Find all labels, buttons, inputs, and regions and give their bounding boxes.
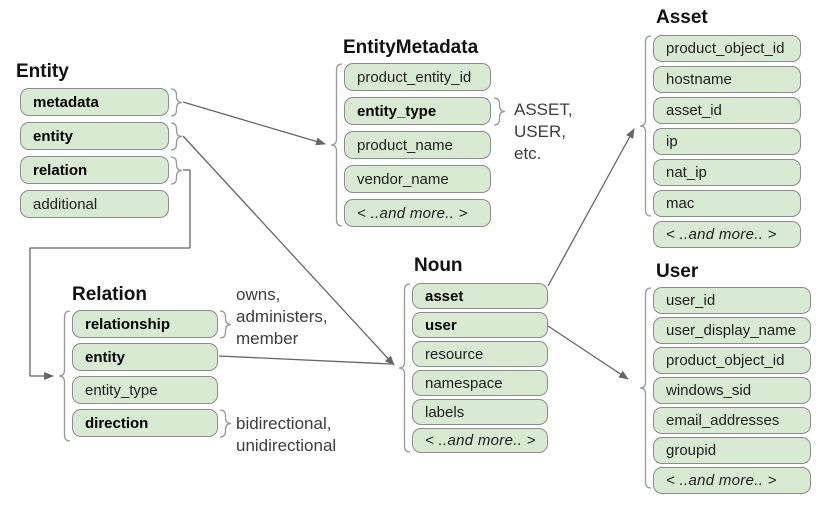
field-user-and-more: < ..and more.. > [653,467,811,494]
annotation-line: administers, [236,307,328,326]
line-relation-entity-to-noun [218,355,392,365]
field-noun-resource: resource [412,341,548,367]
field-asset-and-more: < ..and more.. > [653,221,801,248]
annotation-line: USER, [514,122,566,141]
relation-table-title: Relation [72,284,147,305]
field-noun-labels: labels [412,399,548,425]
annotation-relationship-values: owns, administers, member [236,284,328,350]
field-relation-entity: entity [72,343,218,371]
field-user-email-addresses: email_addresses [653,407,811,434]
field-entitymetadata-product-entity-id: product_entity_id [344,63,491,91]
brace-asset [639,35,652,217]
field-entitymetadata-product-name: product_name [344,131,491,159]
annotation-line: unidirectional [236,436,337,455]
field-noun-namespace: namespace [412,370,548,396]
field-noun-user: user [412,312,548,338]
brace-entity-entity-field [170,122,183,151]
field-noun-asset: asset [412,283,548,309]
field-entity-additional: additional [20,190,169,218]
brace-entitymetadata [330,63,343,227]
noun-table-title: Noun [414,255,463,276]
arrow-entity-metadata-to-entitymetadata [182,101,326,146]
entity-table-title: Entity [16,61,69,82]
annotation-line: member [236,329,299,348]
annotation-direction-values: bidirectional, unidirectional [236,413,336,457]
arrow-entity-entity-to-noun [182,135,395,366]
field-relation-entity-type: entity_type [72,376,218,404]
field-entitymetadata-vendor-name: vendor_name [344,165,491,193]
arrow-noun-user-to-user [547,325,629,380]
field-user-windows-sid: windows_sid [653,377,811,404]
field-asset-nat-ip: nat_ip [653,159,801,186]
field-relation-relationship: relationship [72,310,218,338]
user-table-title: User [656,261,699,282]
field-asset-hostname: hostname [653,66,801,93]
field-entitymetadata-entity-type: entity_type [344,97,491,125]
field-asset-asset-id: asset_id [653,97,801,124]
brace-relation-relationship [219,310,232,339]
field-entity-entity: entity [20,122,169,150]
annotation-line: bidirectional, [236,414,332,433]
field-entity-relation: relation [20,156,169,184]
brace-user [639,287,652,489]
arrow-entity-relation-to-relation [29,169,191,380]
asset-table-title: Asset [656,7,708,28]
field-user-user-id: user_id [653,287,811,314]
field-relation-direction: direction [72,409,218,437]
brace-relation-direction [219,409,232,438]
field-asset-product-object-id: product_object_id [653,35,801,62]
brace-entitymetadata-entity-type [493,97,506,126]
field-asset-mac: mac [653,190,801,217]
entitymetadata-table-title: EntityMetadata [343,37,479,58]
field-user-groupid: groupid [653,437,811,464]
annotation-line: ASSET, [514,100,573,119]
brace-entity-relation-field [170,156,183,185]
annotation-line: etc. [514,144,542,163]
field-entity-metadata: metadata [20,88,169,116]
arrow-noun-asset-to-asset [547,128,635,287]
field-user-product-object-id: product_object_id [653,347,811,374]
field-noun-and-more: < ..and more.. > [412,428,548,453]
brace-relation [58,310,71,442]
field-entitymetadata-and-more: < ..and more.. > [344,199,491,227]
brace-entity-metadata-field [170,88,183,117]
field-asset-ip: ip [653,128,801,155]
brace-noun [398,283,411,453]
annotation-line: owns, [236,285,281,304]
field-user-user-display-name: user_display_name [653,317,811,344]
annotation-entity-type-values: ASSET, USER, etc. [514,99,573,165]
